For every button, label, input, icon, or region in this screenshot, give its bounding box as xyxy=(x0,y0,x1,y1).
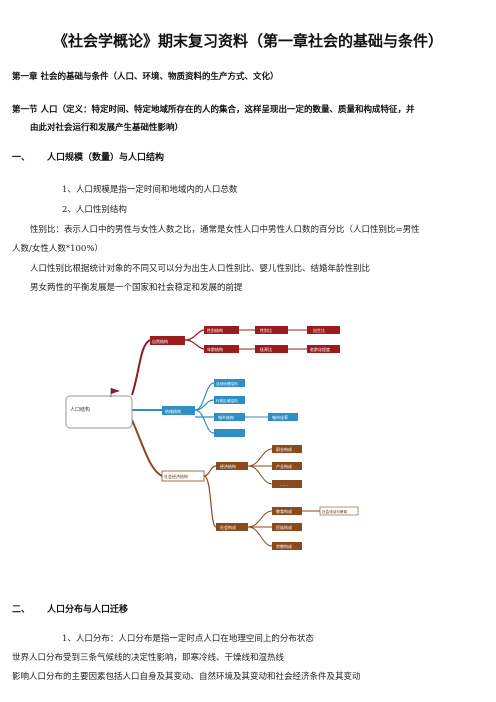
paragraph: 1、人口规模是指一定时间和地域内的人口总数 xyxy=(62,185,238,195)
mindmap-node xyxy=(255,345,288,353)
mindmap-node xyxy=(214,396,245,404)
section-2-number: 二、 xyxy=(12,605,31,615)
section-1-number: 一、 xyxy=(12,153,31,163)
mindmap-node xyxy=(150,336,185,345)
mindmap-node xyxy=(272,507,302,515)
mindmap-node-label: 自然地理结构 xyxy=(216,381,238,386)
mindmap-node xyxy=(162,406,195,415)
mindmap-node-label: 老龄化程度 xyxy=(310,346,330,352)
mindmap-node-label: 社会流动与教育 xyxy=(322,509,348,514)
mindmap-node-label: 地域结构 xyxy=(165,408,181,414)
mindmap-node xyxy=(272,480,302,488)
connector xyxy=(131,339,151,396)
mindmap-node xyxy=(272,445,302,453)
mindmap-node xyxy=(216,523,248,531)
paragraph: 2、人口性别结构 xyxy=(62,205,127,215)
mindmap-node-label: 经济结构 xyxy=(220,463,236,469)
mindmap-node-label: 教育构成 xyxy=(276,508,292,514)
mindmap-node-label: 行政区域结构 xyxy=(216,398,238,403)
paragraph: 影响人口分布的主要因素包括人口自身及其变动、自然环境及其变动和社会经济条件及其变… xyxy=(12,672,361,682)
paragraph: 男女两性的平衡发展是一个国家和社会稳定和发展的前提 xyxy=(30,283,243,293)
mindmap-node-label: 城乡结构 xyxy=(218,414,234,420)
mindmap-root-node xyxy=(65,395,133,429)
mindmap-node xyxy=(204,345,239,353)
page-title: 《社会学概论》期末复习资料（第一章社会的基础与条件） xyxy=(52,32,443,50)
section-heading-line1: 第一节 人口（定义：特定时间、特定地域所存在的人的集合，这样呈现出一定的数量、质… xyxy=(12,105,415,115)
connector xyxy=(247,448,273,467)
connector xyxy=(194,409,215,434)
mindmap-node-label: 城市化率 xyxy=(272,414,288,420)
paragraph: 人数/女性人数*100%） xyxy=(12,244,103,254)
mindmap-node xyxy=(268,413,298,421)
chapter-heading: 第一章 社会的基础与条件（人口、环境、物质资料的生产方式、文化） xyxy=(12,72,279,82)
mindmap-node xyxy=(255,326,288,334)
mindmap-node-label: …… xyxy=(280,482,288,487)
mindmap-node xyxy=(161,470,205,482)
mindmap-node-label: 社会构成 xyxy=(220,524,236,530)
flag-icon xyxy=(111,388,120,394)
mindmap-node-label: 职业构成 xyxy=(276,446,292,452)
connector xyxy=(131,419,163,477)
connector xyxy=(203,465,217,477)
mindmap-node-label: 性别比 xyxy=(260,327,272,333)
connector xyxy=(184,339,205,350)
mindmap-node xyxy=(214,413,245,421)
mindmap-node-empty xyxy=(214,429,245,437)
section-heading-line2: 由此对社会运行和发展产生基础性影响） xyxy=(30,123,184,133)
paragraph: 1、人口分布：人口分布是指一定时点人口在地理空间上的分布状态 xyxy=(62,634,314,644)
mindmap-node-label: 民族构成 xyxy=(276,524,292,530)
mindmap-node-label: 出生比 xyxy=(313,327,325,333)
section-1-title: 人口规模（数量）与人口结构 xyxy=(47,153,165,163)
mindmap-node xyxy=(272,542,302,550)
connector xyxy=(247,510,273,528)
mindmap-node xyxy=(319,506,359,516)
section-2-title: 人口分布与人口迁移 xyxy=(47,605,129,615)
connector xyxy=(247,526,273,547)
mindmap-node xyxy=(272,462,302,470)
mindmap-node-label: 性别结构 xyxy=(207,327,223,333)
connector xyxy=(194,399,215,411)
connector xyxy=(247,465,273,485)
mindmap-node xyxy=(307,326,340,334)
mindmap-node-label: 产业构成 xyxy=(276,463,292,469)
connector xyxy=(184,329,205,341)
mindmap-root-label: 人口结构 xyxy=(70,406,90,413)
paragraph: 人口性别比根据统计对象的不同又可以分为出生人口性别比、婴儿性别比、结婚年龄性别比 xyxy=(30,264,371,274)
mindmap-node-label: 宗教构成 xyxy=(276,543,292,549)
paragraph: 性别比：表示人口中的男性与女性人数之比，通常是女性人口中男性人口数的百分比（人口… xyxy=(30,225,420,235)
mindmap-node-label: 自然结构 xyxy=(152,338,168,344)
mindmap-node-label: 年龄结构 xyxy=(207,346,223,352)
connector xyxy=(203,475,217,528)
mindmap-node xyxy=(214,379,245,387)
mindmap-node-label: 社会经济结构 xyxy=(164,473,188,479)
mindmap-node xyxy=(307,345,340,353)
mindmap-node-label: 抚养比 xyxy=(260,346,272,352)
mindmap-node xyxy=(204,326,239,334)
mindmap-node xyxy=(272,523,302,531)
mindmap-node xyxy=(216,462,248,470)
paragraph: 世界人口分布受到三条气候线的决定性影响，即寒冷线、干燥线和湿热线 xyxy=(12,653,285,663)
